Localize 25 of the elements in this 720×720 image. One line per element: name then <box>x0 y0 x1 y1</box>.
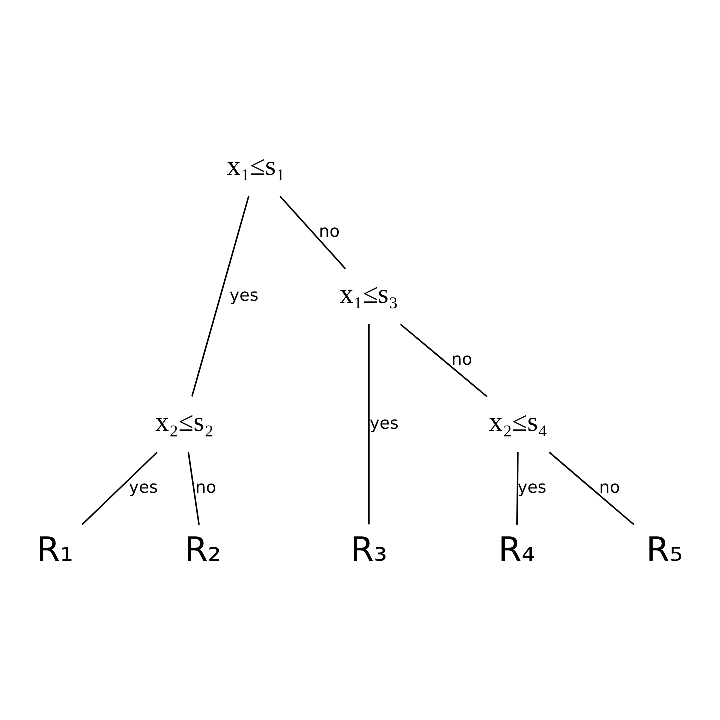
connector <box>192 195 250 396</box>
node-text: R₂ <box>184 530 222 569</box>
node-text: x₂≤s₂ <box>156 406 214 437</box>
connector <box>516 452 519 524</box>
connector <box>280 196 346 269</box>
edge-label: yes <box>370 412 399 432</box>
node-text: x₂≤s₄ <box>489 406 548 437</box>
node-text: R₅ <box>646 530 684 569</box>
edge-label: no <box>319 220 340 240</box>
connector <box>188 452 200 525</box>
connector <box>82 451 158 525</box>
edge-label: yes <box>129 476 158 496</box>
node-text: R₃ <box>350 530 388 569</box>
node-text: x₁≤s₁ <box>227 150 286 181</box>
connector <box>368 324 370 524</box>
node-text: x₁≤s₃ <box>340 278 398 309</box>
edge-label: yes <box>518 476 547 496</box>
node-text: R₄ <box>498 530 536 569</box>
edge-label: no <box>196 476 217 496</box>
node-text: R₁ <box>36 530 74 569</box>
edge-label: no <box>599 476 620 496</box>
connector <box>400 323 488 398</box>
edge-label: yes <box>230 284 259 304</box>
edge-label: no <box>452 348 473 368</box>
connector <box>548 451 635 525</box>
